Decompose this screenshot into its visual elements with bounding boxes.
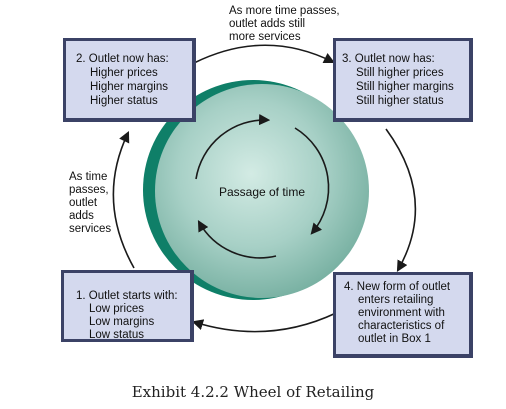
box-1-line-4: Low status bbox=[89, 329, 144, 341]
box-3: 3. Outlet now has: Still higher prices S… bbox=[333, 38, 473, 122]
wheel-face bbox=[155, 84, 369, 298]
box-4-text: 4. New form of outlet enters retailing e… bbox=[344, 281, 453, 345]
box-1-face bbox=[64, 273, 190, 339]
box-4-line-5: outlet in Box 1 bbox=[358, 333, 431, 345]
box-2-line-3: Higher margins bbox=[90, 81, 168, 93]
box-2-text: 2. Outlet now has: Higher prices Higher … bbox=[76, 53, 172, 107]
box-4-line-3: environment with bbox=[358, 307, 445, 319]
box-3-line-4: Still higher status bbox=[356, 95, 444, 107]
box-2-face bbox=[66, 41, 192, 118]
outer-cycle-arrows bbox=[112, 44, 417, 333]
arrow-box1-to-box2 bbox=[112, 130, 135, 269]
wheel bbox=[143, 80, 369, 300]
box-2-line-4: Higher status bbox=[90, 95, 158, 107]
box-4: 4. New form of outlet enters retailing e… bbox=[333, 272, 473, 358]
box-4-line-2: enters retailing bbox=[358, 294, 433, 306]
box-4-face bbox=[336, 275, 469, 354]
left-note-line-3: outlet bbox=[69, 197, 98, 209]
box-3-face bbox=[336, 41, 469, 118]
inner-arrow-right bbox=[294, 127, 330, 235]
box-3-text: 3. Outlet now has: Still higher prices S… bbox=[342, 53, 457, 107]
box-3-line-2: Still higher prices bbox=[356, 67, 444, 79]
box-1-line-1: 1. Outlet starts with: bbox=[76, 290, 178, 302]
arrow-box3-to-box4 bbox=[385, 128, 417, 272]
left-note-line-1: As time bbox=[69, 171, 107, 183]
left-note-line-4: adds bbox=[69, 210, 94, 222]
left-note-line-2: passes, bbox=[69, 184, 109, 196]
box-1-text: 1. Outlet starts with: Low prices Low ma… bbox=[76, 290, 181, 341]
center-label: Passage of time bbox=[219, 185, 305, 199]
inner-arrow-top bbox=[195, 114, 271, 180]
box-4-line-4: characteristics of bbox=[358, 320, 445, 332]
arrow-box2-to-box3 bbox=[193, 44, 336, 64]
box-1-line-2: Low prices bbox=[89, 303, 144, 315]
figure-caption: Exhibit 4.2.2 Wheel of Retailing bbox=[132, 383, 375, 401]
box-1: 1. Outlet starts with: Low prices Low ma… bbox=[61, 270, 194, 342]
top-note-line-2: outlet adds still bbox=[229, 18, 305, 30]
box-2-line-1: 2. Outlet now has: bbox=[76, 53, 169, 65]
box-3-line-3: Still higher margins bbox=[356, 81, 454, 93]
box-2: 2. Outlet now has: Higher prices Higher … bbox=[63, 38, 196, 122]
top-note-line-1: As more time passes, bbox=[229, 5, 340, 17]
top-note-line-3: more services bbox=[229, 31, 301, 43]
top-note: As more time passes, outlet adds still m… bbox=[229, 5, 343, 43]
arrow-box4-to-box1 bbox=[191, 312, 337, 333]
box-1-line-3: Low margins bbox=[89, 316, 154, 328]
left-note-line-5: services bbox=[69, 223, 111, 235]
box-2-line-2: Higher prices bbox=[90, 67, 158, 79]
inner-cycle-arrows bbox=[195, 114, 330, 259]
box-3-line-1: 3. Outlet now has: bbox=[342, 53, 435, 65]
inner-arrow-bottom bbox=[197, 220, 277, 259]
left-note: As time passes, outlet adds services bbox=[69, 171, 112, 235]
box-4-line-1: 4. New form of outlet bbox=[344, 281, 451, 293]
